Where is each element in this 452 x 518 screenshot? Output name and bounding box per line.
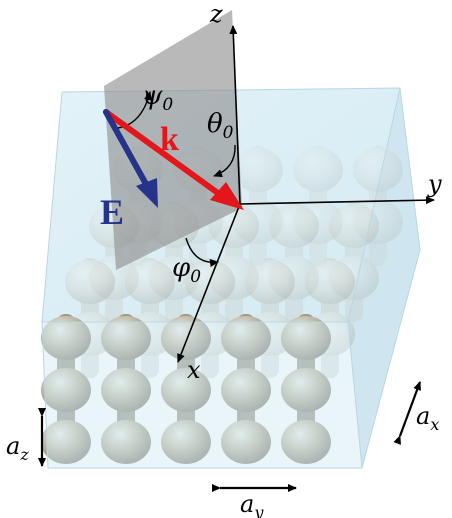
bead bbox=[101, 420, 151, 464]
label-y: y bbox=[427, 170, 442, 198]
bead bbox=[281, 316, 331, 360]
slab-right-face bbox=[348, 88, 420, 468]
bead bbox=[41, 368, 91, 412]
bead bbox=[281, 368, 331, 412]
label-x: x bbox=[187, 356, 201, 384]
slab-front-face bbox=[42, 322, 362, 468]
y-axis bbox=[239, 196, 435, 205]
bead bbox=[329, 204, 379, 248]
bead bbox=[161, 368, 211, 412]
x-axis bbox=[177, 203, 241, 363]
bead-column bbox=[281, 314, 331, 464]
label-psi: ψ0 bbox=[142, 81, 173, 115]
bead bbox=[41, 316, 91, 360]
bead bbox=[245, 260, 295, 304]
incidence-plane bbox=[104, 10, 242, 270]
efield-arrow bbox=[103, 109, 158, 208]
bead bbox=[281, 420, 331, 464]
z-axis bbox=[229, 25, 241, 205]
bead bbox=[125, 260, 175, 304]
bead-column bbox=[221, 314, 271, 464]
dimension-arrows bbox=[38, 381, 422, 492]
ax-arrow bbox=[393, 381, 422, 445]
label-theta: θ0 bbox=[207, 109, 234, 143]
bead bbox=[41, 420, 91, 464]
label-E: E bbox=[100, 192, 124, 232]
bead bbox=[269, 204, 319, 248]
wavevector-arrow bbox=[103, 109, 244, 210]
bead bbox=[353, 148, 403, 192]
theta-arc bbox=[213, 144, 236, 178]
bead-column bbox=[101, 314, 151, 464]
bead bbox=[221, 368, 271, 412]
phi-arc bbox=[185, 237, 219, 267]
label-phi: φ0 bbox=[172, 253, 201, 287]
bead-column bbox=[161, 314, 211, 464]
slab bbox=[41, 87, 421, 469]
bead bbox=[233, 148, 283, 192]
bead bbox=[101, 368, 151, 412]
label-k: k bbox=[160, 121, 179, 158]
bead bbox=[293, 148, 343, 192]
bead bbox=[221, 420, 271, 464]
slab-edges bbox=[41, 87, 421, 469]
bead bbox=[65, 260, 115, 304]
label-ay: ay bbox=[240, 490, 264, 518]
bead bbox=[101, 316, 151, 360]
bead bbox=[161, 316, 211, 360]
bead bbox=[161, 420, 211, 464]
label-ax: ax bbox=[416, 402, 439, 434]
label-az: az bbox=[6, 432, 29, 464]
coordinate-axes bbox=[177, 25, 435, 363]
bead-column bbox=[41, 314, 91, 464]
bead bbox=[305, 260, 355, 304]
bead bbox=[221, 316, 271, 360]
label-z: z bbox=[209, 0, 223, 28]
